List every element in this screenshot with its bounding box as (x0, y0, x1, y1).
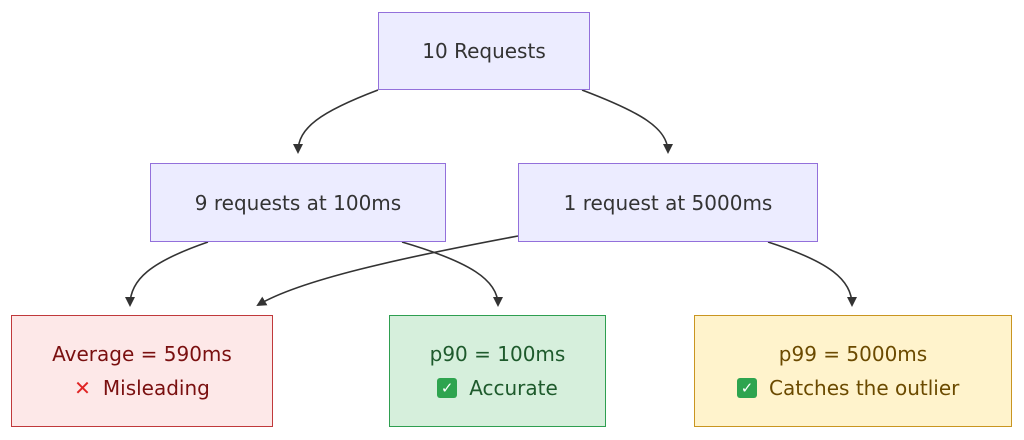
edge-root-to-slow (581, 89, 673, 154)
verdict-text: Catches the outlier (769, 376, 960, 400)
edge-fast-to-p90 (401, 241, 503, 307)
node-9-requests: 9 requests at 100ms (150, 163, 446, 242)
verdict-text: Accurate (469, 376, 558, 400)
edge-root-to-fast (293, 89, 379, 154)
check-box-icon: ✓ (737, 378, 757, 398)
check-box-icon: ✓ (437, 378, 458, 398)
node-10-requests: 10 Requests (378, 12, 590, 90)
node-average: Average = 590ms ✕ Misleading (11, 315, 273, 427)
node-p99: p99 = 5000ms ✓ Catches the outlier (694, 315, 1012, 427)
node-title: Average = 590ms (52, 342, 232, 366)
node-1-request: 1 request at 5000ms (518, 163, 818, 242)
node-p90: p90 = 100ms ✓ Accurate (389, 315, 606, 427)
node-verdict: ✓ Accurate (437, 371, 558, 405)
edge-fast-to-average (125, 241, 209, 307)
edge-slow-to-average (256, 235, 519, 307)
node-verdict: ✕ Misleading (74, 371, 210, 405)
verdict-text: Misleading (102, 376, 210, 400)
node-label: 1 request at 5000ms (563, 190, 773, 215)
node-label: 9 requests at 100ms (194, 190, 402, 215)
cross-mark-icon: ✕ (74, 376, 91, 400)
node-label: 10 Requests (422, 39, 546, 63)
node-verdict: ✓ Catches the outlier (737, 371, 959, 405)
node-title: p90 = 100ms (429, 342, 566, 366)
edge-slow-to-p99 (767, 241, 857, 307)
node-title: p99 = 5000ms (778, 342, 928, 366)
